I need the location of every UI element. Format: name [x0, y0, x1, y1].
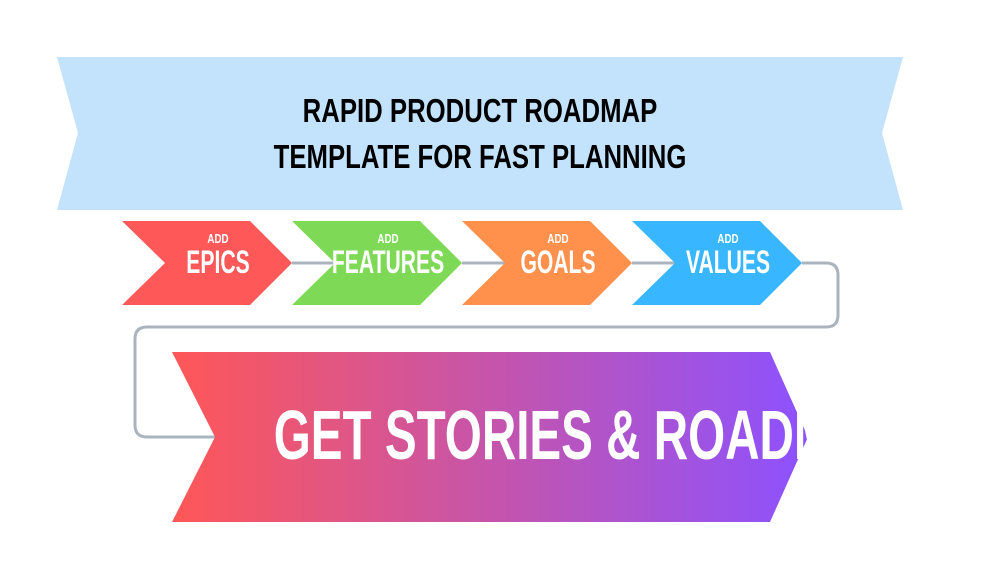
flow-connector — [133, 261, 840, 439]
step-goals-chevron — [462, 221, 632, 305]
result-label: GET STORIES & ROADMAP — [273, 396, 900, 474]
step-features: ADD FEATURES — [303, 232, 473, 279]
step-epics: ADD EPICS — [133, 232, 303, 279]
step-values-chevron — [632, 221, 802, 305]
step-label: GOALS — [520, 244, 596, 280]
page-title: RAPID PRODUCT ROADMAP TEMPLATE FOR FAST … — [150, 88, 810, 180]
step-prefix: ADD — [547, 231, 569, 246]
result-arrow — [172, 352, 808, 522]
step-label: VALUES — [685, 244, 771, 280]
step-features-chevron — [292, 221, 462, 305]
step-epics-chevron — [122, 221, 292, 305]
step-values: ADD VALUES — [643, 232, 813, 279]
title-line-1: RAPID PRODUCT ROADMAP — [302, 92, 658, 129]
step-prefix: ADD — [717, 231, 739, 246]
step-goals: ADD GOALS — [473, 232, 643, 279]
step-prefix: ADD — [377, 231, 399, 246]
title-line-2: TEMPLATE FOR FAST PLANNING — [273, 138, 687, 175]
step-label: EPICS — [186, 244, 250, 280]
title-banner — [57, 57, 903, 210]
step-label: FEATURES — [331, 244, 445, 280]
step-prefix: ADD — [207, 231, 229, 246]
